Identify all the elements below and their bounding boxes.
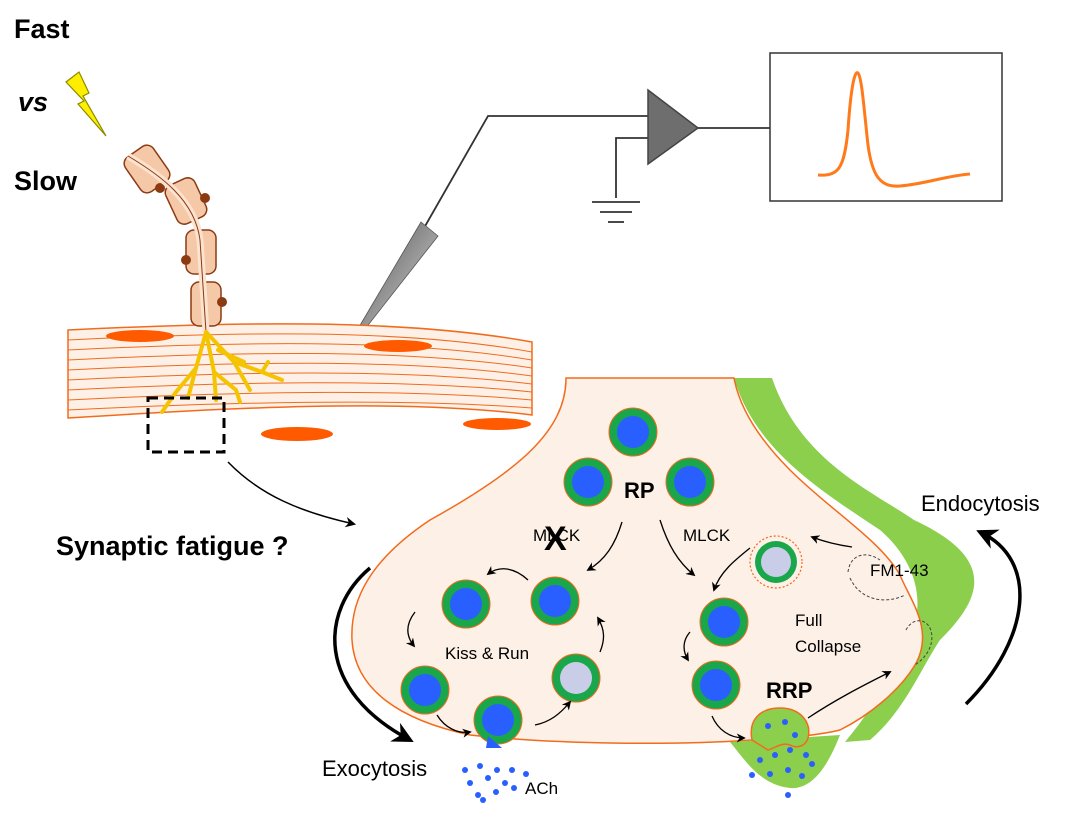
fusing-vesicle: [750, 707, 810, 751]
label-mlck-left: MLCK: [533, 526, 581, 545]
amplifier-triangle-icon: [647, 88, 700, 166]
endocytosis-arrow: [964, 529, 1022, 706]
motor-axon: [123, 144, 227, 333]
label-rp: RP: [624, 478, 655, 503]
label-ach: ACh: [525, 779, 558, 798]
label-endocytosis: Endocytosis: [921, 491, 1040, 516]
recording-wire: [423, 115, 770, 229]
muscle-nucleus: [364, 340, 432, 352]
lightning-bolt-icon: [65, 71, 107, 137]
label-blocked-mark: X: [544, 520, 567, 558]
muscle-nucleus: [106, 330, 174, 342]
label-synaptic-fatigue: Synaptic fatigue ?: [56, 531, 289, 561]
label-full-collapse-1: Full: [795, 611, 822, 630]
vesicle-group-rp: [563, 407, 715, 507]
label-kiss-and-run: Kiss & Run: [445, 644, 529, 663]
exocytosis-arrow: [333, 566, 414, 742]
title-slow: Slow: [14, 166, 78, 196]
vesicle-group-full-collapse: [691, 535, 803, 710]
zoom-arrow: [227, 461, 357, 528]
label-fm1-43: FM1-43: [870, 561, 929, 580]
axon-terminal-branches: [160, 330, 284, 414]
release-site-green: [730, 735, 840, 789]
pathway-arrows: [405, 519, 892, 743]
label-exocytosis: Exocytosis: [322, 756, 427, 781]
muscle-nucleus: [261, 427, 333, 441]
ach-dots-right: [749, 719, 815, 798]
muscle-nucleus: [463, 418, 531, 430]
vesicle-group-kiss-run: [400, 576, 601, 748]
ach-dots-left: [462, 763, 529, 803]
label-rrp: RRP: [766, 678, 812, 703]
ground-symbol-icon: [592, 201, 640, 223]
title-fast: Fast: [14, 14, 70, 44]
action-potential-trace: [817, 71, 971, 188]
muscle-fiber: [67, 323, 533, 441]
label-full-collapse-2: Collapse: [795, 637, 861, 656]
title-vs: vs: [18, 87, 48, 117]
oscilloscope-screen: [769, 52, 1003, 202]
endocytic-pits: [847, 554, 933, 666]
zoom-region-box: [146, 396, 226, 454]
label-mlck-right: MLCK: [683, 526, 731, 545]
